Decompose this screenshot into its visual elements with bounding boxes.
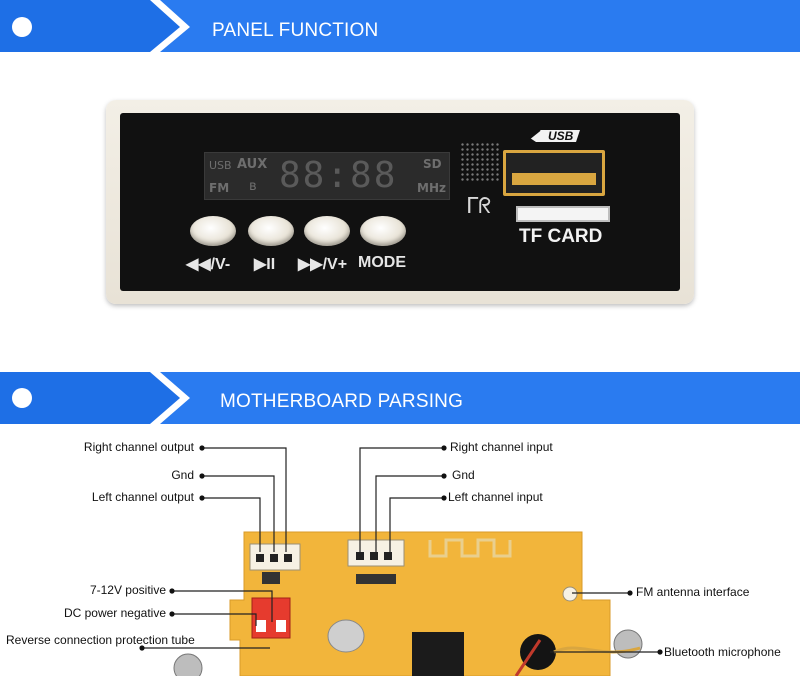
leader-lines — [142, 447, 660, 653]
label-left-channel-output: Left channel output — [91, 490, 194, 504]
label-fm-antenna-interface: FM antenna interface — [636, 585, 750, 599]
mode-label: MODE — [358, 254, 406, 271]
tf-card-label: TF CARD — [519, 226, 603, 247]
label-7-12v-positive: 7-12V positive — [89, 583, 166, 597]
lcd-mhz-indicator: MHz — [417, 181, 446, 195]
usb-logo-icon — [529, 129, 580, 142]
bluetooth-icon: ʙ — [249, 179, 257, 194]
bullet-circle-icon — [12, 17, 32, 37]
lcd-aux-indicator: AUX — [237, 157, 268, 172]
section-title: PANEL FUNCTION — [212, 20, 379, 41]
label-right-channel-output: Right channel output — [83, 440, 194, 454]
antenna-trace — [428, 538, 512, 558]
leader-dots — [139, 445, 663, 655]
next-volume-up-button[interactable] — [304, 216, 350, 246]
lcd-digits: 88:88 — [279, 155, 398, 196]
main-chip — [412, 632, 464, 676]
play-pause-label: ▶II — [254, 256, 276, 273]
prev-volume-down-label: ◀◀/V- — [186, 256, 231, 273]
power-connector — [251, 597, 291, 639]
lcd-sd-indicator: SD — [423, 157, 442, 171]
bullet-circle-icon — [12, 388, 32, 408]
label-gnd-output: Gnd — [171, 468, 194, 482]
section-header-panel-function: PANEL FUNCTION — [0, 0, 800, 52]
play-pause-button[interactable] — [248, 216, 294, 246]
tf-card-slot[interactable] — [516, 206, 610, 222]
ir-receiver-grille — [460, 142, 500, 182]
banner-shape — [0, 0, 800, 52]
next-volume-up-label: ▶▶/V+ — [298, 256, 348, 273]
section-header-motherboard-parsing: MOTHERBOARD PARSING — [0, 372, 800, 424]
smd-components — [356, 574, 396, 584]
bluetooth-microphone-component — [520, 634, 556, 670]
label-bluetooth-microphone: Bluetooth microphone — [664, 645, 781, 659]
lcd-fm-indicator: FM — [209, 181, 230, 195]
banner-shape — [0, 372, 800, 424]
usb-port[interactable] — [503, 150, 605, 196]
panel-face — [120, 113, 680, 291]
output-connector — [249, 543, 301, 571]
input-connector — [347, 539, 405, 567]
label-dc-power-negative: DC power negative — [63, 606, 166, 620]
crystal-oscillator — [327, 619, 365, 653]
mode-button[interactable] — [360, 216, 406, 246]
label-gnd-input: Gnd — [452, 468, 475, 482]
section-title: MOTHERBOARD PARSING — [220, 391, 464, 412]
pcb-board — [229, 531, 611, 676]
lcd-usb-indicator: USB — [209, 159, 232, 172]
prev-volume-down-button[interactable] — [190, 216, 236, 246]
usb-label: USB — [548, 129, 574, 143]
lcd-display: USB AUX FM ʙ 88:88 SD MHz — [204, 152, 450, 200]
fm-antenna-pad — [562, 586, 578, 602]
label-reverse-protection-tube: Reverse connection protection tube — [6, 633, 195, 647]
ir-sensor-icon: ᒥᖇ — [466, 194, 492, 219]
label-right-channel-input: Right channel input — [450, 440, 553, 454]
label-left-channel-input: Left channel input — [448, 490, 543, 504]
